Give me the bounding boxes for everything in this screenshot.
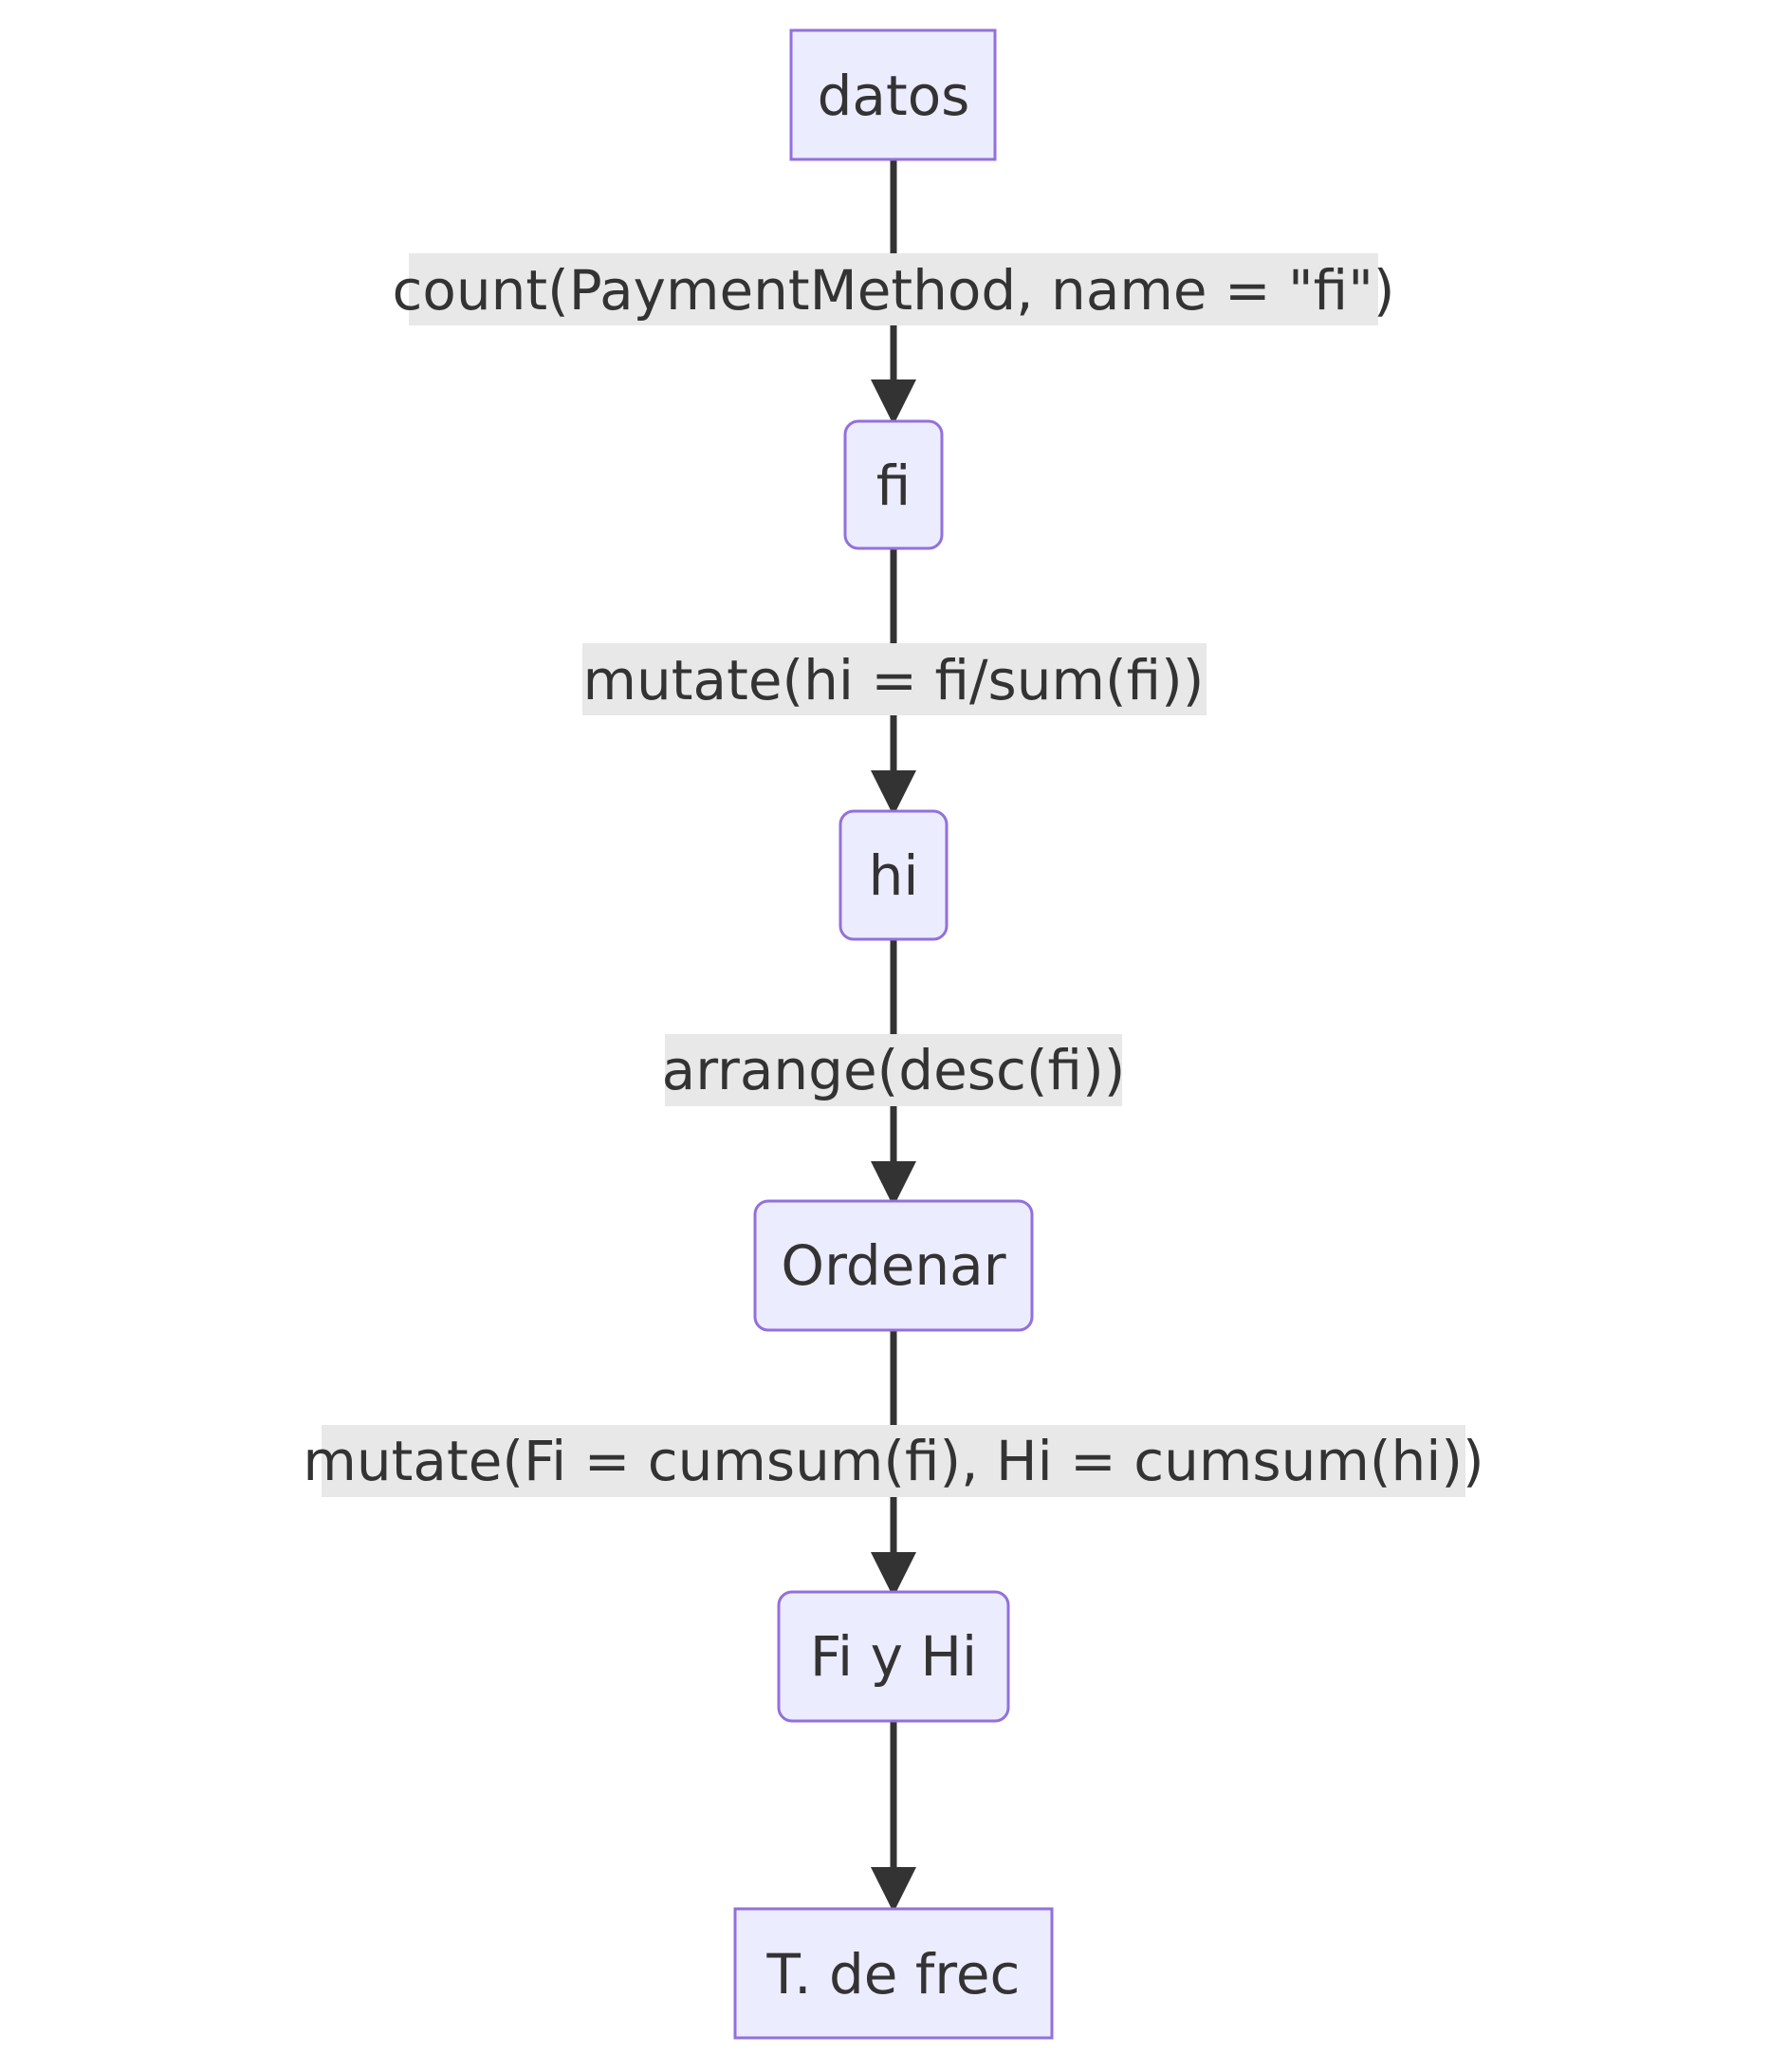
edge-label: count(PaymentMethod, name = "fi") xyxy=(392,258,1394,323)
edge-label: arrange(desc(fi)) xyxy=(662,1038,1126,1102)
edge-fi-to-hi: mutate(hi = fi/sum(fi)) xyxy=(582,548,1207,816)
node-fi[interactable]: fi xyxy=(843,419,944,550)
node-label: hi xyxy=(869,843,919,908)
edge-fi-y-hi-to-t-de-frec xyxy=(871,1721,916,1913)
edge-label: mutate(Fi = cumsum(fi), Hi = cumsum(hi)) xyxy=(303,1429,1483,1493)
node-fi-y-hi[interactable]: Fi y Hi xyxy=(777,1590,1010,1723)
node-label: fi xyxy=(876,453,912,518)
arrow-head-icon xyxy=(871,1552,916,1598)
node-box xyxy=(789,28,997,161)
edge-label: mutate(hi = fi/sum(fi)) xyxy=(583,648,1205,712)
arrow-head-icon xyxy=(871,379,916,425)
node-box xyxy=(753,1199,1034,1332)
node-label: Fi y Hi xyxy=(810,1624,977,1689)
arrow-head-icon xyxy=(871,770,916,816)
node-datos[interactable]: datos xyxy=(789,28,997,161)
node-label: T. de frec xyxy=(766,1942,1021,2007)
node-label: datos xyxy=(818,64,970,128)
arrow-head-icon xyxy=(871,1161,916,1207)
edge-ordenar-to-fi-y-hi: mutate(Fi = cumsum(fi), Hi = cumsum(hi)) xyxy=(303,1330,1484,1598)
node-label: Ordenar xyxy=(781,1233,1005,1298)
edge-datos-to-fi: count(PaymentMethod, name = "fi") xyxy=(392,159,1395,425)
edge-label-background xyxy=(582,643,1207,715)
edge-label-background xyxy=(322,1425,1465,1497)
edge-label-background xyxy=(665,1034,1122,1106)
node-box xyxy=(733,1907,1054,2040)
node-box xyxy=(777,1590,1010,1723)
node-hi[interactable]: hi xyxy=(838,809,949,941)
edge-hi-to-ordenar: arrange(desc(fi)) xyxy=(662,939,1126,1207)
node-box xyxy=(838,809,949,941)
node-box xyxy=(843,419,944,550)
node-t-de-frec[interactable]: T. de frec xyxy=(733,1907,1054,2040)
arrow-head-icon xyxy=(871,1867,916,1913)
node-ordenar[interactable]: Ordenar xyxy=(753,1199,1034,1332)
edge-label-background xyxy=(409,253,1378,325)
